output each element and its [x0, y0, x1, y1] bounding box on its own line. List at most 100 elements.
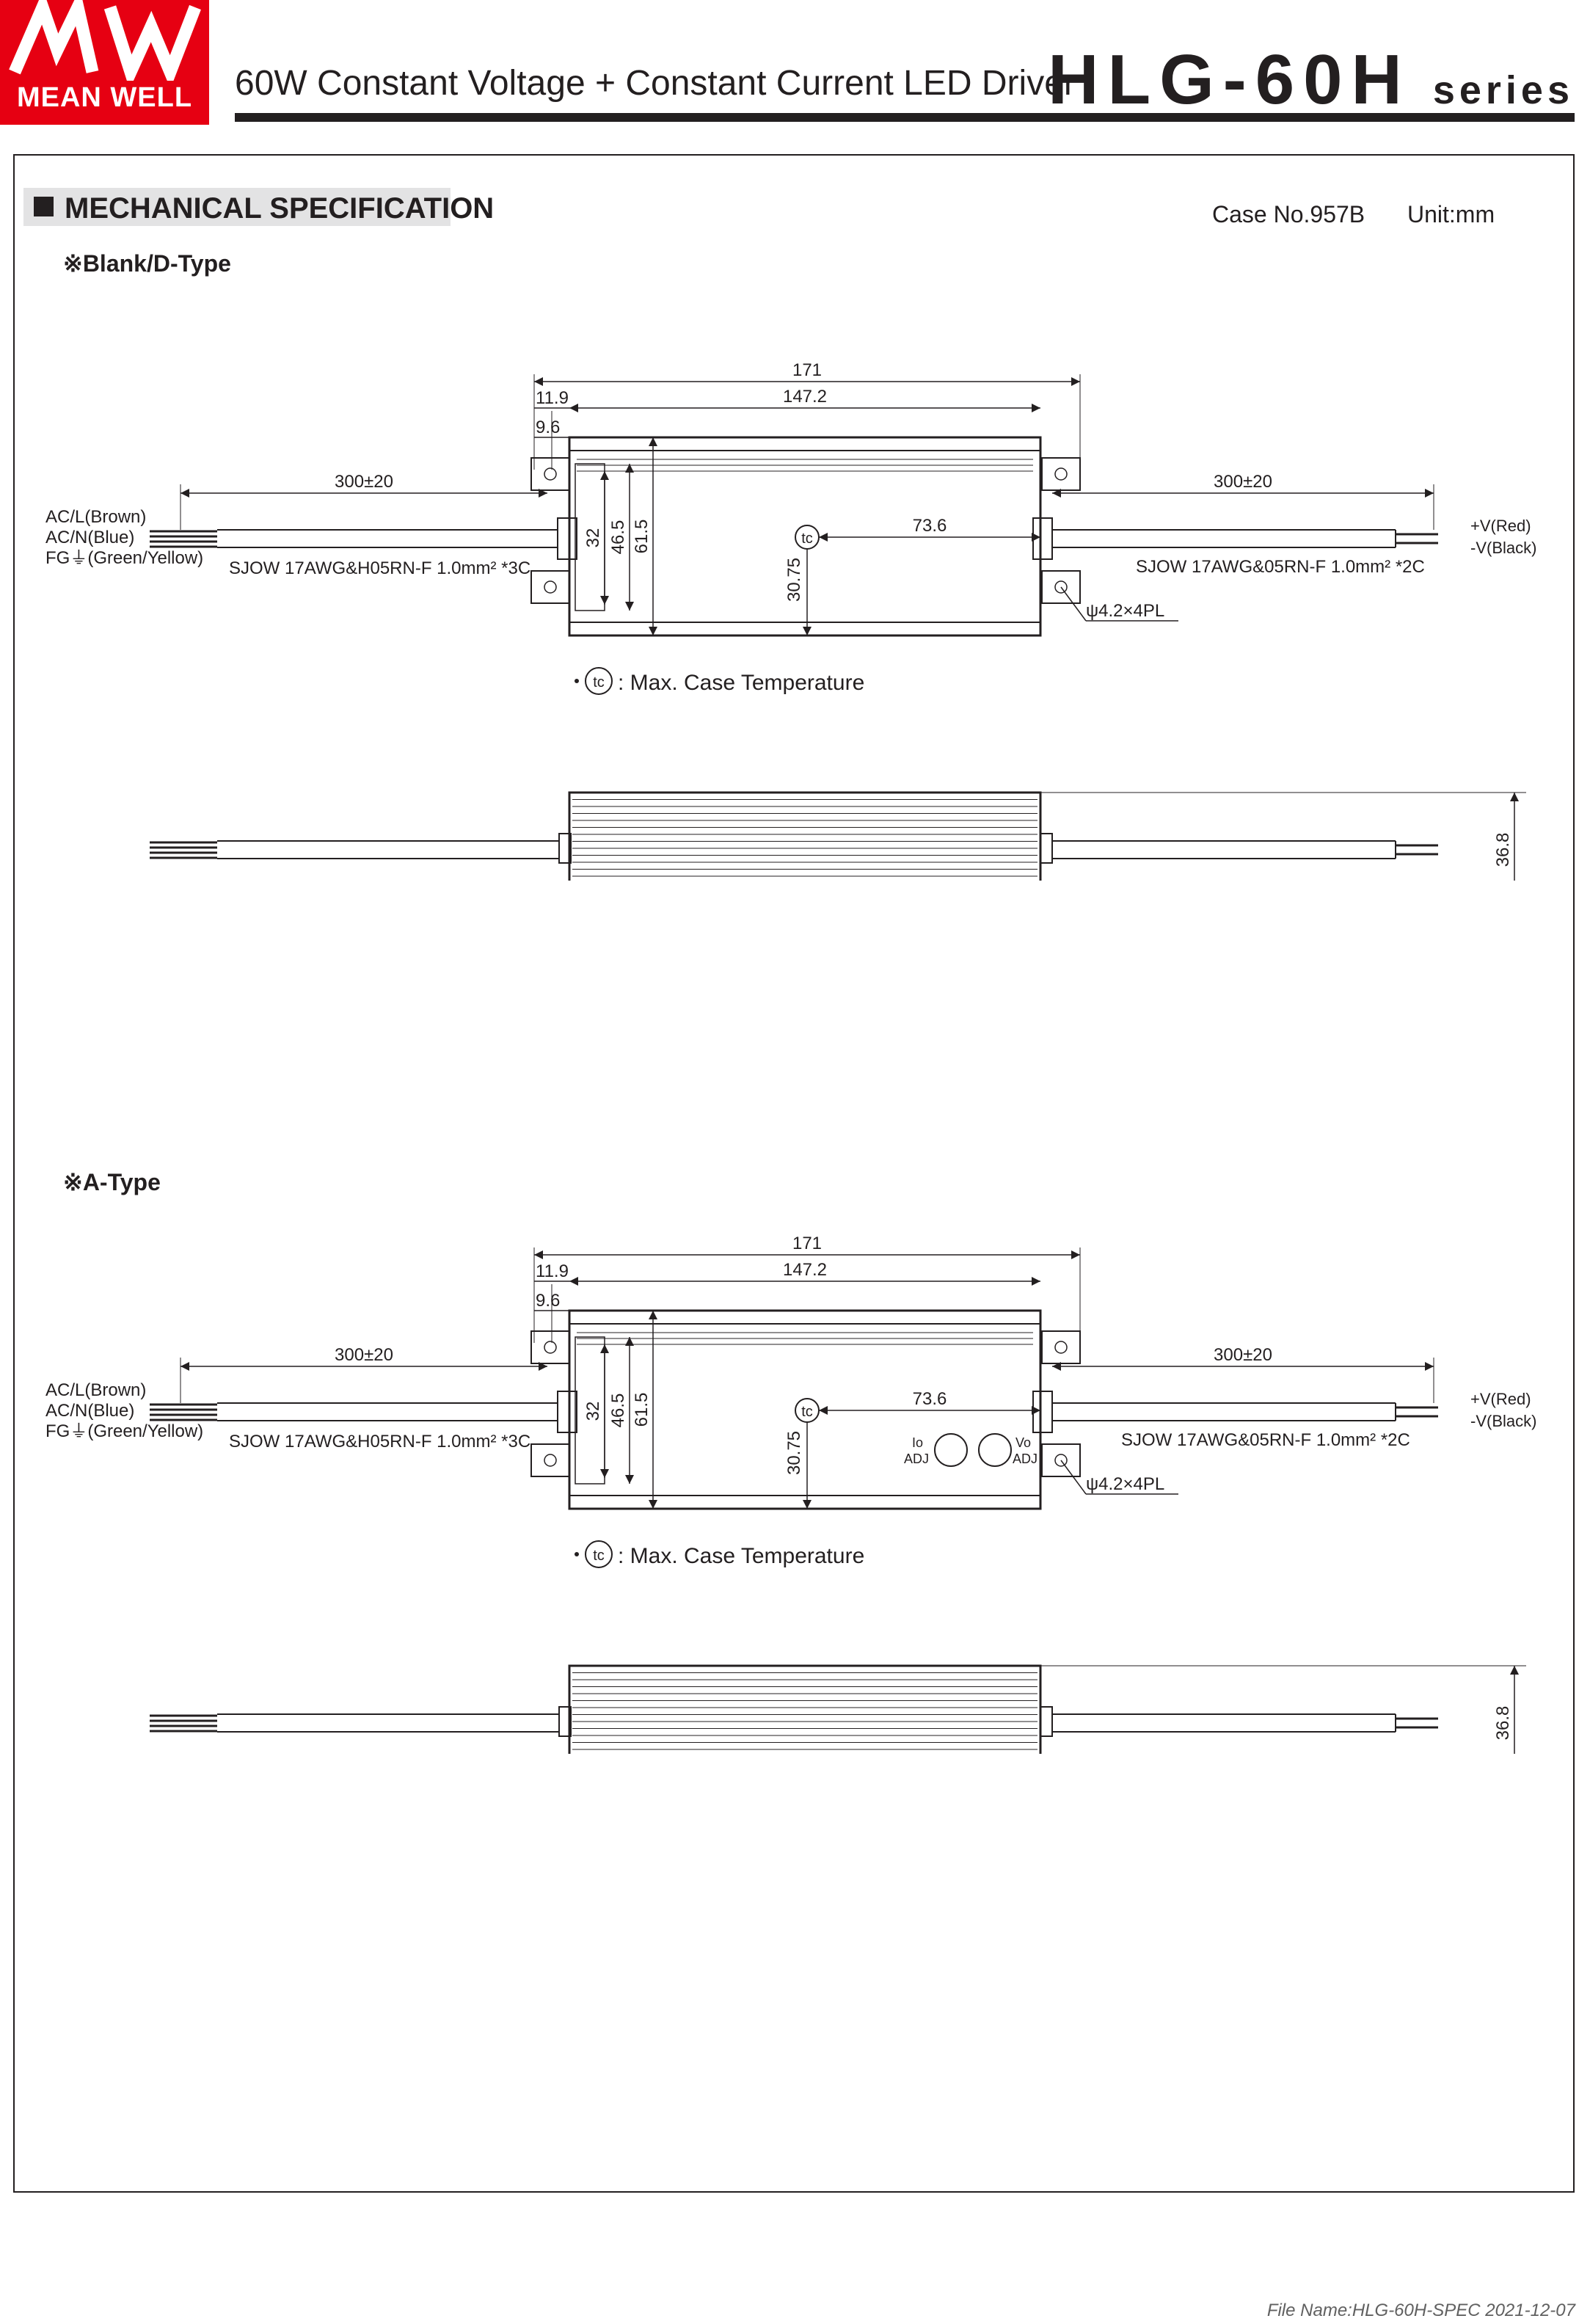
dim-61-5-label: 61.5	[632, 1393, 652, 1427]
case-number: Case No.957B	[1212, 201, 1365, 227]
dim-tc-x-arrow	[1032, 1406, 1040, 1415]
vo-adj-label: ADJ	[1013, 1451, 1037, 1466]
dim-46-5-arrow	[625, 464, 634, 473]
output-cable-spec: SJOW 17AWG&05RN-F 1.0mm² *2C	[1121, 1430, 1410, 1450]
dim-body-arrow	[1032, 1277, 1040, 1286]
dim-height-label: 36.8	[1493, 833, 1513, 867]
input-cable-spec: SJOW 17AWG&H05RN-F 1.0mm² *3C	[229, 1432, 530, 1451]
dim-body-arrow	[1032, 404, 1040, 412]
side-input-gland	[558, 1706, 572, 1737]
dim-body-arrow	[569, 404, 578, 412]
mounting-tab	[1041, 457, 1081, 491]
dim-cable-right-arrow	[1425, 489, 1434, 498]
dim-overall-label: 171	[792, 1234, 822, 1253]
dim-tc-x-arrow	[1032, 533, 1040, 542]
dim-overall-arrow	[1071, 1250, 1080, 1259]
input-wire-label: FG⏚(Green/Yellow)	[45, 548, 203, 568]
driver-body	[568, 1309, 1042, 1510]
output-wire-label: -V(Black)	[1470, 539, 1536, 557]
vo-adj-potentiometer-icon	[978, 1433, 1012, 1467]
dim-61-5-arrow	[649, 627, 657, 635]
io-adj-label: Io	[912, 1435, 923, 1450]
mounting-hole-icon	[1054, 1341, 1068, 1354]
holes-callout: ψ4.2×4PL	[1086, 1474, 1164, 1494]
dim-height-label: 36.8	[1493, 1706, 1513, 1741]
output-wire-label: +V(Red)	[1470, 1390, 1531, 1408]
dim-offset-a-label: 11.9	[536, 388, 569, 408]
dim-cable-right-arrow	[1052, 489, 1061, 498]
mounting-tab	[530, 570, 570, 604]
input-wire-label: AC/N(Blue)	[45, 528, 134, 547]
input-wire-label: AC/L(Brown)	[45, 1380, 146, 1400]
series-suffix: series	[1432, 68, 1574, 112]
dim-cable-left-label: 300±20	[335, 472, 393, 492]
dim-overall-label: 171	[792, 360, 822, 380]
holes-callout: ψ4.2×4PL	[1086, 601, 1164, 621]
io-adj-label: ADJ	[904, 1451, 929, 1466]
mounting-hole-icon	[1054, 1454, 1068, 1467]
dim-tc-x-label: 73.6	[913, 1389, 947, 1409]
dim-tc-x-arrow	[819, 1406, 828, 1415]
model-name: HLG-60H	[1048, 40, 1411, 119]
mw-logo-icon	[9, 0, 201, 90]
dim-offset-b-label: 9.6	[536, 1291, 560, 1311]
dim-61-5-arrow	[649, 437, 657, 446]
mounting-tab	[530, 1330, 570, 1364]
dim-cable-right-label: 300±20	[1214, 1345, 1272, 1365]
dim-tc-y-arrow	[803, 627, 812, 635]
dim-body-label: 147.2	[783, 1260, 827, 1280]
driver-body	[568, 436, 1042, 637]
mounting-tab	[530, 457, 570, 491]
content-frame	[13, 154, 1575, 2193]
dim-overall-arrow	[534, 1250, 543, 1259]
dim-cable-left-arrow	[539, 1362, 547, 1371]
vo-adj-label: Vo	[1015, 1435, 1031, 1450]
dim-32-arrow	[600, 596, 609, 605]
section-heading: MECHANICAL SPECIFICATION	[23, 188, 494, 226]
io-adj-potentiometer-icon	[934, 1433, 968, 1467]
product-series-title: HLG-60H series	[1048, 40, 1574, 120]
header-rule	[235, 113, 1575, 122]
dim-tc-x-arrow	[819, 533, 828, 542]
side-output-gland	[1040, 1706, 1053, 1737]
tc-legend-icon	[585, 1540, 613, 1568]
side-input-gland	[558, 833, 572, 864]
section-title: MECHANICAL SPECIFICATION	[65, 192, 495, 225]
file-name-footer: File Name:HLG-60H-SPEC 2021-12-07	[1266, 2301, 1575, 2320]
input-wire-label: FG⏚(Green/Yellow)	[45, 1421, 203, 1441]
mounting-tab	[530, 1443, 570, 1477]
dim-tc-y-label: 30.75	[784, 1431, 804, 1475]
side-output-gland	[1040, 833, 1053, 864]
mean-well-logo: MEAN WELL	[0, 0, 209, 125]
holes-leader	[1060, 586, 1087, 622]
dim-61-5-arrow	[649, 1311, 657, 1319]
output-wire-label: +V(Red)	[1470, 517, 1531, 535]
tc-marker-label: tc	[801, 1404, 813, 1420]
mounting-hole-icon	[544, 467, 557, 481]
mounting-hole-icon	[1054, 580, 1068, 594]
mounting-hole-icon	[544, 580, 557, 594]
dim-cable-left-label: 300±20	[335, 1345, 393, 1365]
bullet-icon	[575, 1552, 579, 1556]
dim-32-label: 32	[583, 1402, 603, 1421]
dim-32-arrow	[600, 1469, 609, 1478]
dim-32-label: 32	[583, 528, 603, 548]
dim-overall-arrow	[1071, 377, 1080, 386]
a-type-label: ※A-Type	[63, 1169, 161, 1195]
dim-body-label: 147.2	[783, 387, 827, 407]
dim-46-5-arrow	[625, 1337, 634, 1346]
tc-legend-text: : Max. Case Temperature	[618, 671, 864, 695]
tc-legend-text: : Max. Case Temperature	[618, 1544, 864, 1568]
square-bullet-icon	[34, 197, 54, 216]
dim-cable-left-arrow	[180, 489, 189, 498]
side-view: 36.8	[150, 791, 1526, 908]
dim-cable-right-arrow	[1425, 1362, 1434, 1371]
page-header: MEAN WELL 60W Constant Voltage + Constan…	[0, 0, 1590, 132]
dim-cable-left-arrow	[539, 489, 547, 498]
input-wire-label: AC/L(Brown)	[45, 507, 146, 527]
input-cable-spec: SJOW 17AWG&H05RN-F 1.0mm² *3C	[229, 558, 530, 578]
